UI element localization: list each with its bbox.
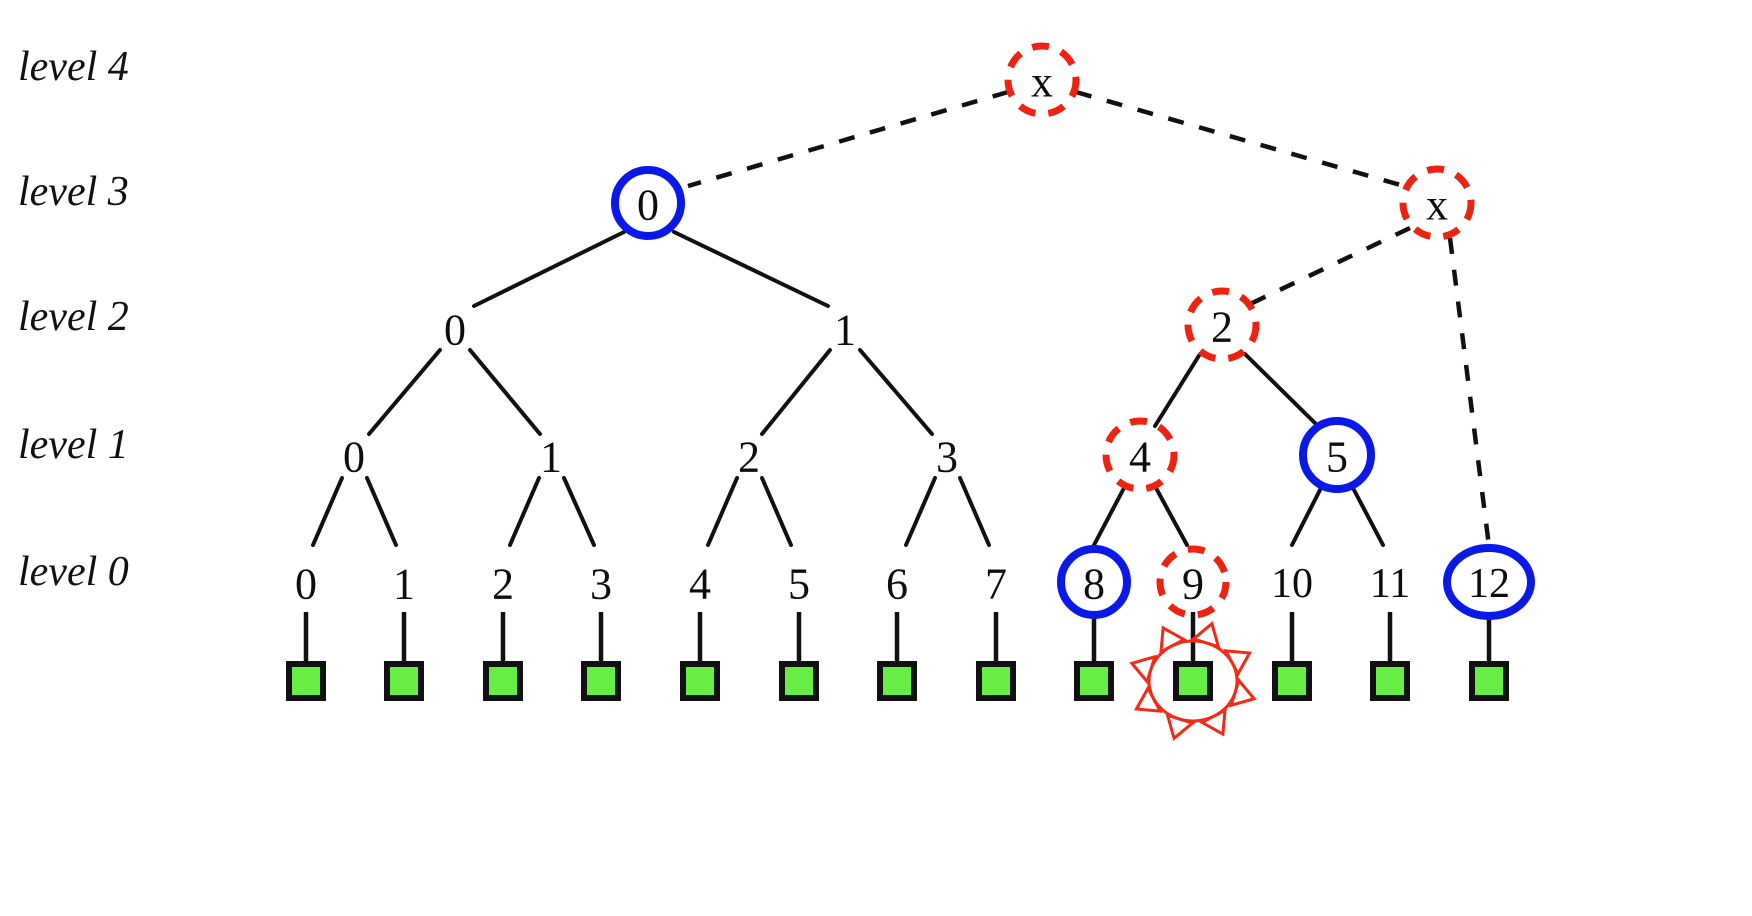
starburst-ring xyxy=(1147,639,1239,723)
node-label-n-l0-2[interactable]: 2 xyxy=(492,560,514,609)
node-label-n-l0-6[interactable]: 6 xyxy=(886,560,908,609)
node-label-n-l0-10[interactable]: 10 xyxy=(1271,561,1313,607)
red-dashed-highlight-ring-n-l0-9 xyxy=(1156,545,1230,619)
starburst-spike-0 xyxy=(1190,621,1221,649)
tree-edge-e-x4-0 xyxy=(687,89,1009,189)
leaf-box-3[interactable] xyxy=(581,661,621,701)
tree-edge-e-l1-1-l0-3 xyxy=(562,476,596,547)
leaf-box-6[interactable] xyxy=(877,661,917,701)
starburst-layer xyxy=(1129,621,1257,741)
tree-edge-e-l1-4-l0-8 xyxy=(1092,486,1126,547)
node-label-n-l0-4[interactable]: 4 xyxy=(689,560,711,609)
level-label-level-0: level 0 xyxy=(18,549,129,595)
tree-edge-e-l2-2-l1-5 xyxy=(1243,352,1320,428)
tree-edge-e-l1-5-l0-11 xyxy=(1351,486,1385,547)
tree-edge-e-l1-1-l0-2 xyxy=(508,476,541,547)
leaf-stem-layer xyxy=(303,612,1492,664)
tree-edge-e-l2-2-l1-4 xyxy=(1153,352,1202,428)
starburst-9 xyxy=(1129,621,1257,741)
tree-edge-e-l2-0-l1-1 xyxy=(468,348,542,436)
node-label-n-l0-5[interactable]: 5 xyxy=(788,560,810,609)
level-label-level-2: level 2 xyxy=(18,294,129,340)
leaf-box-1[interactable] xyxy=(384,661,424,701)
leaf-box-0[interactable] xyxy=(286,661,326,701)
tree-edge-e-l1-2-l0-5 xyxy=(760,476,793,547)
node-label-n-l0-1[interactable]: 1 xyxy=(393,560,415,609)
leaf-box-11[interactable] xyxy=(1370,661,1410,701)
starburst-spike-1 xyxy=(1223,649,1253,677)
leaf-box-2[interactable] xyxy=(483,661,523,701)
level-label-level-4: level 4 xyxy=(18,44,129,90)
node-label-n-l1-4[interactable]: 4 xyxy=(1129,433,1151,482)
node-label-n-l0-3[interactable]: 3 xyxy=(590,560,612,609)
blue-highlight-ring-n-l1-5 xyxy=(1299,417,1375,493)
leaf-box-7[interactable] xyxy=(976,661,1016,701)
node-label-n-l0-0[interactable]: 0 xyxy=(295,560,317,609)
tree-edge-e-l2-1-l1-3 xyxy=(858,348,934,436)
node-label-n-l0-9[interactable]: 9 xyxy=(1182,560,1204,609)
tree-edge-e-l1-3-l0-6 xyxy=(904,476,937,547)
node-label-n-l1-1[interactable]: 1 xyxy=(540,433,562,482)
starburst-spike-5 xyxy=(1133,685,1163,713)
node-label-n-l2-1[interactable]: 1 xyxy=(834,306,856,355)
node-label-n-l2-2[interactable]: 2 xyxy=(1211,303,1233,352)
tree-edge-e-l2-1-l1-2 xyxy=(760,348,832,436)
node-label-n-l0-12[interactable]: 12 xyxy=(1468,561,1510,607)
node-label-n-l1-0[interactable]: 0 xyxy=(343,433,365,482)
tree-edge-e-l1-5-l0-10 xyxy=(1290,486,1323,547)
tree-edge-e-l1-3-l0-7 xyxy=(958,476,991,547)
leaf-box-9[interactable] xyxy=(1173,661,1213,701)
node-label-n-l0-7[interactable]: 7 xyxy=(985,560,1007,609)
tree-edge-e-l1-2-l0-4 xyxy=(706,476,739,547)
starburst-spike-4 xyxy=(1165,713,1196,741)
starburst-spike-3 xyxy=(1198,707,1227,737)
node-marker-layer xyxy=(611,42,1535,620)
node-label-n-l3-x[interactable]: x xyxy=(1426,181,1448,230)
starburst-spike-6 xyxy=(1129,654,1158,685)
leaf-box-10[interactable] xyxy=(1272,661,1312,701)
starburst-spike-7 xyxy=(1159,625,1188,655)
blue-highlight-ring-n-l0-8 xyxy=(1057,545,1131,619)
blue-highlight-ring-n-l0-12 xyxy=(1443,544,1535,620)
blue-highlight-ring-n-l3-0 xyxy=(611,166,685,240)
leaf-box-5[interactable] xyxy=(779,661,819,701)
node-label-n-l0-8[interactable]: 8 xyxy=(1083,560,1105,609)
node-label-n-l1-3[interactable]: 3 xyxy=(936,433,958,482)
node-label-n-l4-x[interactable]: x xyxy=(1031,58,1053,107)
red-dashed-highlight-ring-n-l4-x xyxy=(1004,42,1080,118)
leaf-box-8[interactable] xyxy=(1074,661,1114,701)
tree-edge-e-x3-l2-2 xyxy=(1247,225,1411,308)
tree-edge-e-x4-x3 xyxy=(1075,89,1405,189)
tree-edge-e-0-l2-0 xyxy=(472,230,626,308)
starburst-spike-2 xyxy=(1228,677,1257,708)
level-label-level-1: level 1 xyxy=(18,422,129,468)
node-label-n-l0-11[interactable]: 11 xyxy=(1370,561,1410,607)
tree-edge-e-l2-0-l1-0 xyxy=(367,348,442,436)
node-label-n-l1-5[interactable]: 5 xyxy=(1326,433,1348,482)
node-label-n-l1-2[interactable]: 2 xyxy=(738,433,760,482)
tree-edge-e-x3-l0-12 xyxy=(1447,237,1492,547)
leaf-box-layer xyxy=(286,661,1509,701)
node-label-n-l3-0[interactable]: 0 xyxy=(637,181,659,230)
leaf-box-4[interactable] xyxy=(680,661,720,701)
tree-edge-e-0-l2-1 xyxy=(672,230,830,308)
node-label-n-l2-0[interactable]: 0 xyxy=(444,306,466,355)
tree-edge-e-l1-4-l0-9 xyxy=(1154,486,1189,547)
level-label-level-3: level 3 xyxy=(18,169,129,215)
tree-edge-e-l1-0-l0-1 xyxy=(365,476,398,547)
tree-edge-e-l1-0-l0-0 xyxy=(311,476,344,547)
red-dashed-highlight-ring-n-l3-x xyxy=(1399,165,1475,241)
leaf-box-12[interactable] xyxy=(1469,661,1509,701)
red-dashed-highlight-ring-n-l2-2 xyxy=(1184,287,1260,363)
red-dashed-highlight-ring-n-l1-4 xyxy=(1102,417,1178,493)
level-label-layer: level 4 level 3 level 2 level 1 level 0 xyxy=(18,44,129,595)
edge-layer xyxy=(311,89,1492,547)
